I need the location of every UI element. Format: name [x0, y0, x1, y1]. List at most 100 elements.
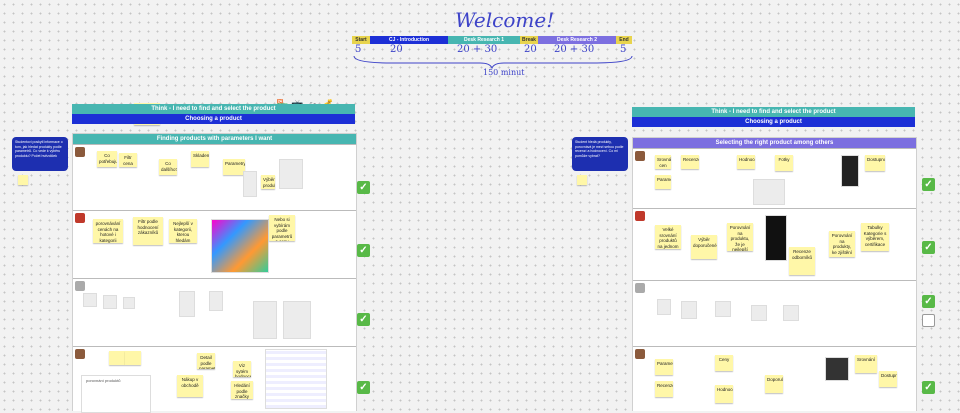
screenshot-thumbnail[interactable]	[753, 179, 785, 205]
row-checkbox[interactable]: ✓	[357, 381, 370, 394]
comparison-card-label: porovnání produktů	[86, 378, 121, 383]
row-checkbox[interactable]: ✓	[357, 244, 370, 257]
sticky-note[interactable]: Hledání podle značky	[231, 381, 253, 399]
sticky-note[interactable]	[125, 351, 141, 365]
minutes-desk-1: 20 + 30	[457, 44, 498, 55]
sticky-note[interactable]: Nejlepší v kategorii, kterou hledám	[169, 219, 197, 243]
sticky-note[interactable]: Hodnocení	[737, 155, 755, 169]
sticky-note[interactable]: Skladem	[191, 151, 209, 167]
row-checkbox[interactable]: ✓	[922, 295, 935, 308]
right-row-3[interactable]	[633, 280, 916, 347]
sticky-note[interactable]: Velké srovnání produktů na jednom místě	[655, 225, 681, 249]
sticky-note[interactable]: Hodnocení	[715, 385, 733, 403]
screenshot-thumbnail[interactable]	[283, 301, 311, 339]
right-row-4[interactable]: Parametry Recenze Ceny Hodnocení Doporuč…	[633, 346, 916, 411]
sticky-note[interactable]: Ceny	[715, 355, 733, 371]
screenshot-thumbnail[interactable]	[123, 297, 135, 309]
minutes-intro: 20	[390, 44, 403, 55]
right-row-1[interactable]: Srovnání cen Recenze Parametry Hodnocení…	[633, 148, 916, 209]
right-persona-bubble[interactable]: Student hledá produkty, porovnává je mez…	[572, 137, 628, 171]
screenshot-thumbnail[interactable]	[209, 291, 223, 311]
sticky-note[interactable]: Recenze odborníků	[789, 247, 815, 275]
sticky-note[interactable]: Recenze	[681, 155, 699, 169]
sticky-note[interactable]: porovnávání cenách na hotové i kategorii…	[93, 219, 123, 243]
sticky-note[interactable]: Parametry	[655, 175, 671, 189]
sticky-note[interactable]: Filtr podle hodnocení zákazníků	[133, 217, 163, 245]
screenshot-thumbnail[interactable]	[783, 305, 799, 321]
sticky-note[interactable]: Výběr produktu	[261, 175, 275, 189]
right-persona-sticky[interactable]	[577, 175, 587, 185]
agenda-end: End	[616, 36, 632, 44]
minutes-desk-2: 20 + 30	[554, 44, 595, 55]
screenshot-thumbnail[interactable]	[279, 159, 303, 189]
agenda-brace	[353, 55, 633, 70]
left-row-2[interactable]: porovnávání cenách na hotové i kategorii…	[73, 210, 356, 279]
sticky-note[interactable]: Tabulky Kategorie s výběrem, certifikace	[861, 223, 889, 251]
screenshot-thumbnail[interactable]	[681, 301, 697, 319]
product-image[interactable]	[825, 357, 849, 381]
left-section-header: Finding products with parameters I want	[73, 134, 356, 144]
row-checkbox[interactable]: ✓	[357, 313, 370, 326]
left-row-4[interactable]: porovnání produktů Detail podle parametr…	[73, 346, 356, 413]
left-persona-bubble[interactable]: Studentovi poskytl informace o tom, jak …	[12, 137, 68, 171]
left-board[interactable]: Finding products with parameters I want …	[72, 133, 357, 413]
agenda-minutes: 5 20 20 + 30 20 20 + 30 5	[352, 44, 632, 56]
left-row-1[interactable]: Co potřebuju Filtr cena Co dalšího? Skla…	[73, 144, 356, 211]
minutes-break: 20	[524, 44, 537, 55]
sticky-note[interactable]: Co dalšího?	[159, 159, 177, 175]
screenshot-thumbnail[interactable]	[103, 295, 117, 309]
sticky-note[interactable]: Parametry	[223, 159, 245, 175]
avatar	[635, 211, 645, 221]
left-choosing-banner: Choosing a product	[72, 114, 355, 124]
row-checkbox[interactable]: ✓	[922, 381, 935, 394]
sticky-note[interactable]: Srovnání	[855, 355, 877, 373]
sticky-note[interactable]: Porovnání na produkty, ke zjištění	[829, 231, 855, 257]
screenshot-thumbnail[interactable]	[715, 301, 731, 317]
agenda-desk-research-2: Desk Research 2	[538, 36, 616, 44]
agenda-total: 150 minut	[483, 68, 525, 77]
avatar	[75, 213, 85, 223]
minutes-start: 5	[355, 44, 362, 55]
product-grid-thumbnail[interactable]	[211, 219, 269, 273]
right-board[interactable]: Selecting the right product among others…	[632, 137, 917, 411]
agenda-break: Break	[520, 36, 538, 44]
screenshot-thumbnail[interactable]	[657, 299, 671, 315]
sticky-note[interactable]: Viz sytém hodnocení	[233, 361, 251, 377]
left-row-3[interactable]	[73, 278, 356, 347]
product-image[interactable]	[841, 155, 859, 187]
sticky-note[interactable]: Fotky	[775, 155, 793, 171]
sticky-note[interactable]: Srovnání cen	[655, 155, 671, 169]
row-checkbox[interactable]: ✓	[922, 241, 935, 254]
right-row-2[interactable]: Velké srovnání produktů na jednom místě …	[633, 208, 916, 281]
sticky-note[interactable]: Dostupnost	[865, 155, 885, 171]
left-persona-sticky[interactable]	[18, 175, 28, 185]
sticky-note[interactable]	[109, 351, 125, 365]
left-think-banner: Think - I need to find and select the pr…	[72, 104, 355, 114]
screenshot-thumbnail[interactable]	[83, 293, 97, 307]
sticky-note[interactable]: Dostupnost	[879, 371, 897, 387]
sticky-note[interactable]: Výběr doporučeného	[691, 235, 717, 259]
sticky-note[interactable]: Recenze	[655, 381, 673, 397]
row-checkbox-empty[interactable]	[922, 314, 935, 327]
sticky-note[interactable]: Co potřebuju	[97, 151, 117, 167]
sticky-note[interactable]: Parametry	[655, 359, 673, 375]
avatar	[75, 349, 85, 359]
sticky-note[interactable]: Detail podle parametrů	[197, 353, 215, 369]
row-checkbox[interactable]: ✓	[357, 181, 370, 194]
agenda-bar: Start CJ - Introduction Desk Research 1 …	[352, 36, 632, 44]
minutes-end: 5	[620, 44, 627, 55]
sticky-note[interactable]: Porovnání na produktu, že je nejlepší	[727, 223, 753, 251]
comparison-card[interactable]: porovnání produktů	[81, 375, 151, 413]
phone-image[interactable]	[765, 215, 787, 261]
screenshot-thumbnail[interactable]	[751, 305, 767, 321]
sticky-note[interactable]: Nebo si vybírám podle parametrů a ceny	[269, 215, 295, 241]
sticky-note[interactable]: Doporučení	[765, 375, 783, 393]
table-screenshot[interactable]	[265, 349, 327, 409]
screenshot-thumbnail[interactable]	[243, 171, 257, 197]
left-board-header: Think - I need to find and select the pr…	[72, 104, 355, 124]
row-checkbox[interactable]: ✓	[922, 178, 935, 191]
screenshot-thumbnail[interactable]	[179, 291, 195, 317]
sticky-note[interactable]: Filtr cena	[119, 153, 137, 167]
sticky-note[interactable]: Nákup v obchodě	[177, 375, 203, 397]
screenshot-thumbnail[interactable]	[253, 301, 277, 339]
